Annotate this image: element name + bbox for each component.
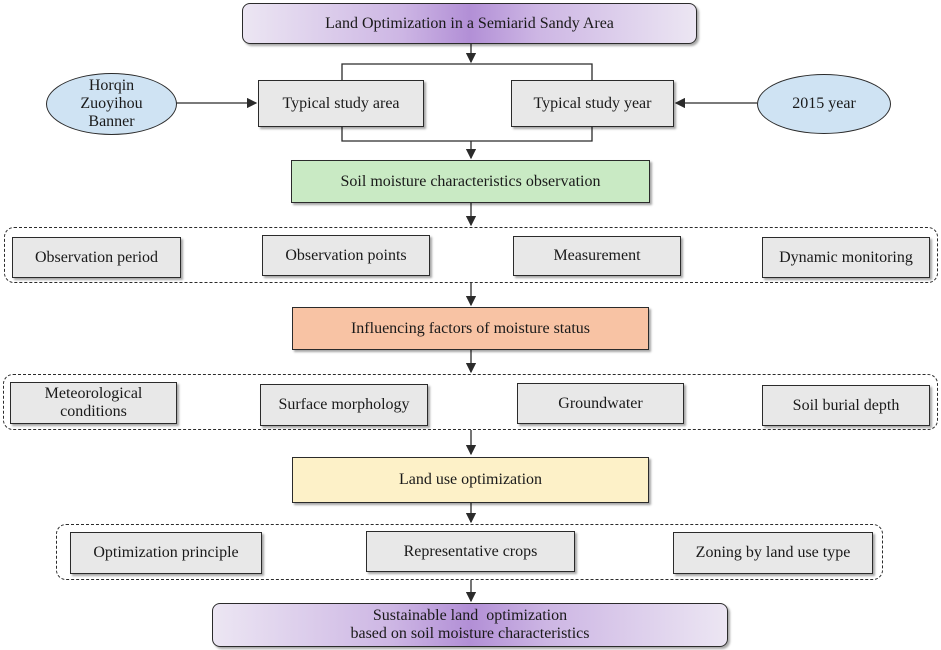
observation-item-2-text: Observation points — [285, 246, 407, 264]
factors-item-3: Groundwater — [517, 383, 684, 424]
factors-item-4-text: Soil burial depth — [792, 396, 900, 414]
typical-study-area-text: Typical study area — [282, 94, 400, 112]
title-box: Land Optimization in a Semiarid Sandy Ar… — [242, 3, 697, 44]
result-line-1: Sustainable land optimization — [372, 607, 568, 624]
observation-box: Soil moisture characteristics observatio… — [291, 160, 650, 203]
factors-box: Influencing factors of moisture status — [292, 307, 649, 350]
factors-item-2: Surface morphology — [260, 384, 428, 426]
land-use-item-3: Zoning by land use type — [673, 532, 873, 574]
result-line-2: based on soil moisture characteristics — [350, 625, 590, 642]
observation-item-3-text: Measurement — [553, 247, 641, 264]
land-use-group — [56, 524, 883, 580]
result-box: Sustainable land optimization based on s… — [212, 603, 728, 647]
observation-item-3: Measurement — [513, 236, 681, 276]
factors-item-1: Meteorological conditions — [10, 382, 177, 424]
area-ellipse-text: Horqin Zuoyihou Banner — [80, 77, 143, 130]
observation-text: Soil moisture characteristics observatio… — [340, 172, 601, 190]
factors-group — [3, 374, 938, 430]
split-bracket-top — [341, 63, 593, 80]
typical-study-year-box: Typical study year — [511, 80, 674, 127]
land-use-box: Land use optimization — [292, 457, 649, 503]
observation-item-1: Observation period — [12, 237, 181, 278]
factors-item-2-text: Surface morphology — [278, 396, 410, 413]
title-text: Land Optimization in a Semiarid Sandy Ar… — [325, 14, 614, 32]
factors-text: Influencing factors of moisture status — [350, 319, 591, 337]
observation-group — [4, 227, 938, 283]
factors-item-4: Soil burial depth — [762, 385, 930, 426]
land-use-item-1: Optimization principle — [70, 532, 262, 574]
land-use-item-2-text: Representative crops — [403, 542, 538, 560]
observation-item-4-text: Dynamic monitoring — [779, 248, 913, 266]
split-bracket-bottom — [341, 127, 593, 142]
land-use-item-2: Representative crops — [366, 531, 575, 572]
area-ellipse: Horqin Zuoyihou Banner — [46, 73, 177, 135]
observation-item-2: Observation points — [262, 235, 430, 276]
year-ellipse-text: 2015 year — [792, 95, 856, 112]
year-ellipse: 2015 year — [757, 74, 891, 134]
factors-item-3-text: Groundwater — [558, 394, 643, 412]
observation-item-1-text: Observation period — [34, 248, 159, 266]
land-use-item-3-text: Zoning by land use type — [695, 544, 851, 561]
typical-study-year-text: Typical study year — [533, 94, 652, 112]
land-use-item-1-text: Optimization principle — [93, 544, 239, 561]
factors-item-1-text: Meteorological conditions — [44, 385, 143, 420]
typical-study-area-box: Typical study area — [258, 80, 424, 127]
observation-item-4: Dynamic monitoring — [762, 237, 930, 278]
land-use-text: Land use optimization — [398, 471, 543, 488]
